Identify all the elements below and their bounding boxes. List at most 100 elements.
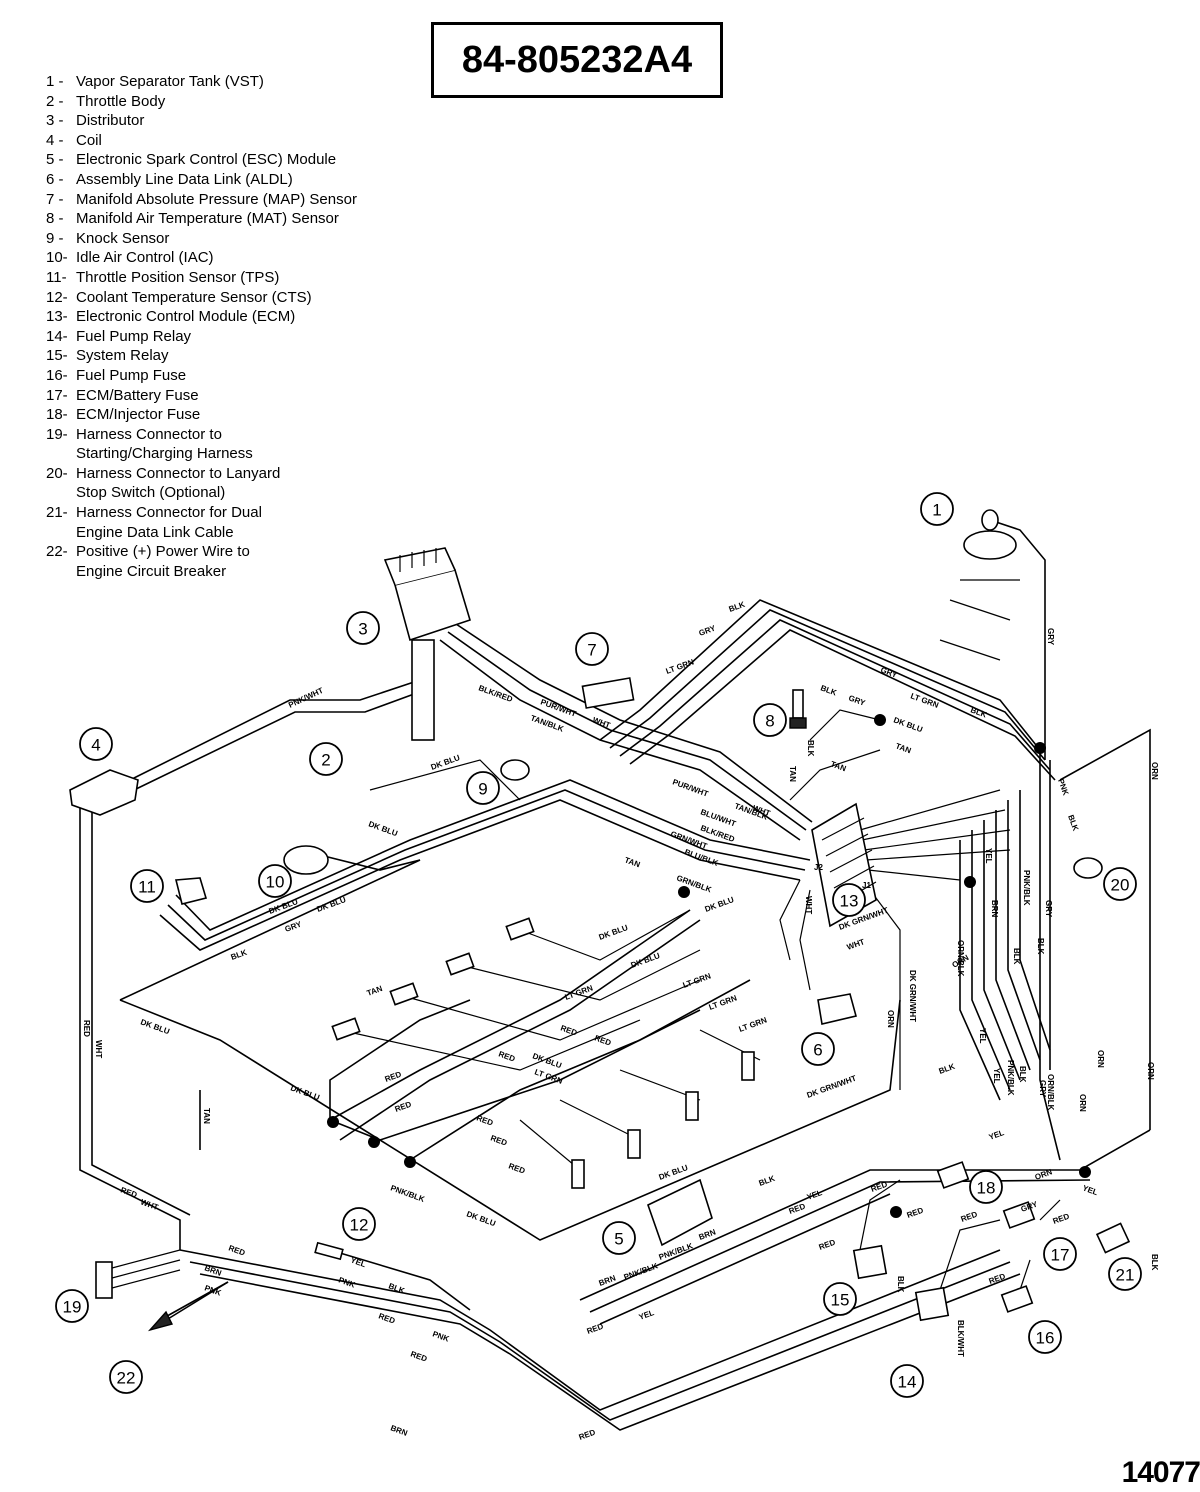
callout-number: 20 xyxy=(1111,876,1130,895)
callout-number: 19 xyxy=(63,1298,82,1317)
callout-circle xyxy=(801,1032,835,1066)
legend-item: 18-ECM/Injector Fuse xyxy=(46,405,426,425)
wire-label: BLK xyxy=(969,705,988,719)
callout-number: 13 xyxy=(840,892,859,911)
legend-item-number: 9 - xyxy=(46,229,64,247)
callout-circle xyxy=(969,1170,1003,1204)
wire-label: DK BLU xyxy=(367,819,399,838)
wire-label: BLK xyxy=(806,740,815,757)
legend-item-number: 16- xyxy=(46,366,68,384)
power-wire-arrow xyxy=(147,1281,229,1332)
callout-circle xyxy=(109,1360,143,1394)
callout-circle xyxy=(1028,1320,1062,1354)
legend-item-text: Harness Connector to Starting/Charging H… xyxy=(76,425,253,463)
legend-item-number: 3 - xyxy=(46,112,64,130)
wire-label: RED xyxy=(227,1243,246,1257)
aldl-connector xyxy=(817,993,857,1025)
legend-item-text: Knock Sensor xyxy=(76,229,170,247)
callout-1: 1 xyxy=(920,492,954,526)
wire-label: RED xyxy=(818,1238,837,1252)
callout-number: 17 xyxy=(1051,1246,1070,1265)
wire-label: BLK xyxy=(758,1174,777,1188)
legend-item-number: 15- xyxy=(46,347,68,365)
wire-label: YEL xyxy=(349,1255,367,1269)
wire-label: RED xyxy=(1052,1212,1071,1226)
wire-label: DK GRN/WHT xyxy=(806,1074,858,1100)
callout-number: 2 xyxy=(321,751,330,770)
vapor-separator-tank xyxy=(939,509,1020,661)
legend-item: 4 -Coil xyxy=(46,131,426,151)
throttle-position-sensor xyxy=(174,877,208,905)
legend-item-text: Fuel Pump Relay xyxy=(76,327,192,345)
distributor xyxy=(383,547,471,741)
wire-label: RED xyxy=(870,1180,889,1194)
lanyard-connector xyxy=(1073,857,1103,879)
legend-item-text: Manifold Absolute Pressure (MAP) Sensor xyxy=(76,190,357,208)
callout-circle xyxy=(342,1207,376,1241)
callout-10: 10 xyxy=(258,864,292,898)
wire-label: DK BLU xyxy=(630,951,662,970)
callout-circle xyxy=(1108,1257,1142,1291)
wire-label: BLK xyxy=(1066,814,1080,833)
wire-label: PNK xyxy=(337,1275,356,1289)
legend-item: 7 -Manifold Absolute Pressure (MAP) Sens… xyxy=(46,190,426,210)
legend-item-text: Assembly Line Data Link (ALDL) xyxy=(76,170,293,188)
wire-label: RED xyxy=(960,1210,979,1224)
esc-module xyxy=(647,1178,713,1247)
legend-item-number: 11- xyxy=(46,268,67,286)
wire-label: DK BLU xyxy=(289,1083,321,1102)
legend-item: 9 - Knock Sensor xyxy=(46,229,426,249)
legend-item-number: 4 - xyxy=(46,131,64,149)
legend-item-text: Idle Air Control (IAC) xyxy=(76,249,214,267)
wire-label: BLK xyxy=(1150,1254,1159,1271)
wire-label: LT GRN xyxy=(682,971,713,990)
callout-circle xyxy=(55,1289,89,1323)
callout-number: 6 xyxy=(813,1041,822,1060)
coolant-temp-sensor xyxy=(314,1241,344,1261)
starting-harness-connector xyxy=(95,1249,181,1299)
callout-circle xyxy=(920,492,954,526)
wire-label: RED xyxy=(788,1202,807,1216)
wire-label: PNK/BLK xyxy=(389,1183,426,1204)
figure-number: 14077 xyxy=(1121,1456,1200,1489)
legend-item: 11-Throttle Position Sensor (TPS) xyxy=(46,268,426,288)
wire-label: DK BLU xyxy=(892,715,924,734)
callout-20: 20 xyxy=(1103,867,1137,901)
legend-item-number: 17- xyxy=(46,386,68,404)
callout-19: 19 xyxy=(55,1289,89,1323)
callout-number: 12 xyxy=(350,1216,369,1235)
legend-item: 20-Harness Connector to Lanyard Stop Swi… xyxy=(46,464,426,503)
legend-item: 3 -Distributor xyxy=(46,111,426,131)
legend-item-number: 5 - xyxy=(46,151,64,169)
wire-label: BLK/WHT xyxy=(956,1320,965,1357)
wire-label: ORN xyxy=(1150,762,1159,780)
callout-circle xyxy=(602,1221,636,1255)
legend-item-text: Electronic Spark Control (ESC) Module xyxy=(76,151,337,169)
wire-label: J2 xyxy=(814,863,823,872)
wire-label: PUR/WHT xyxy=(671,777,709,798)
legend-item-text: Coolant Temperature Sensor (CTS) xyxy=(76,288,312,306)
wire-label: BLK xyxy=(938,1062,957,1076)
legend-item-number: 10- xyxy=(46,249,68,267)
wire-label: RED xyxy=(82,1020,91,1037)
wire-label: BLK/RED xyxy=(477,683,514,704)
junction-dots xyxy=(327,714,1091,1218)
wire-label: RED xyxy=(578,1428,597,1442)
components xyxy=(69,509,1131,1332)
wire-label: BLK xyxy=(1018,1066,1027,1083)
legend-item-text: ECM/Battery Fuse xyxy=(76,386,199,404)
callout-circle xyxy=(575,632,609,666)
legend-item: 13-Electronic Control Module (ECM) xyxy=(46,307,426,327)
wire-label: ORN xyxy=(886,1010,895,1028)
legend-item-number: 21- xyxy=(46,504,68,522)
wire-label: WHT xyxy=(139,1197,159,1212)
wire-label: RED xyxy=(475,1113,494,1127)
callout-circle xyxy=(346,611,380,645)
callout-number: 21 xyxy=(1116,1266,1135,1285)
wire-label: LT GRN xyxy=(708,993,739,1012)
coil xyxy=(69,769,139,816)
callout-8: 8 xyxy=(753,703,787,737)
wire-label: RED xyxy=(593,1033,612,1047)
wire-label: DK BLU xyxy=(139,1017,171,1036)
